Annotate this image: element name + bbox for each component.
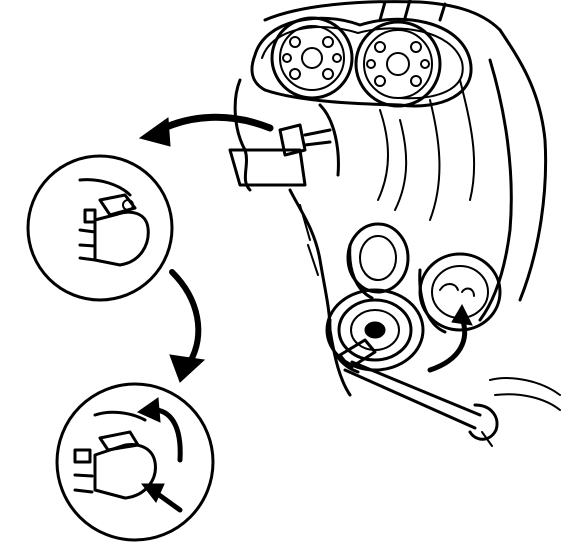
detail-circle-top-icon [26, 154, 174, 302]
sensor-icon [278, 103, 340, 177]
engine-block-icon [228, 0, 561, 411]
camshaft-pulley-left-icon [270, 16, 354, 100]
crankshaft-pulley-icon [325, 288, 425, 374]
curved-arrow-icon [138, 113, 274, 147]
push-arrow-icon [140, 483, 183, 513]
camshaft-pulley-right-icon [354, 20, 442, 108]
idler-pulley-icon [346, 222, 410, 300]
wrench-icon [338, 338, 499, 447]
rotation-arrow-small-icon [136, 397, 183, 463]
detail-circle-bottom-icon [55, 382, 215, 542]
curved-arrow-down-icon [169, 269, 206, 383]
rotation-arrow-icon [427, 303, 473, 373]
